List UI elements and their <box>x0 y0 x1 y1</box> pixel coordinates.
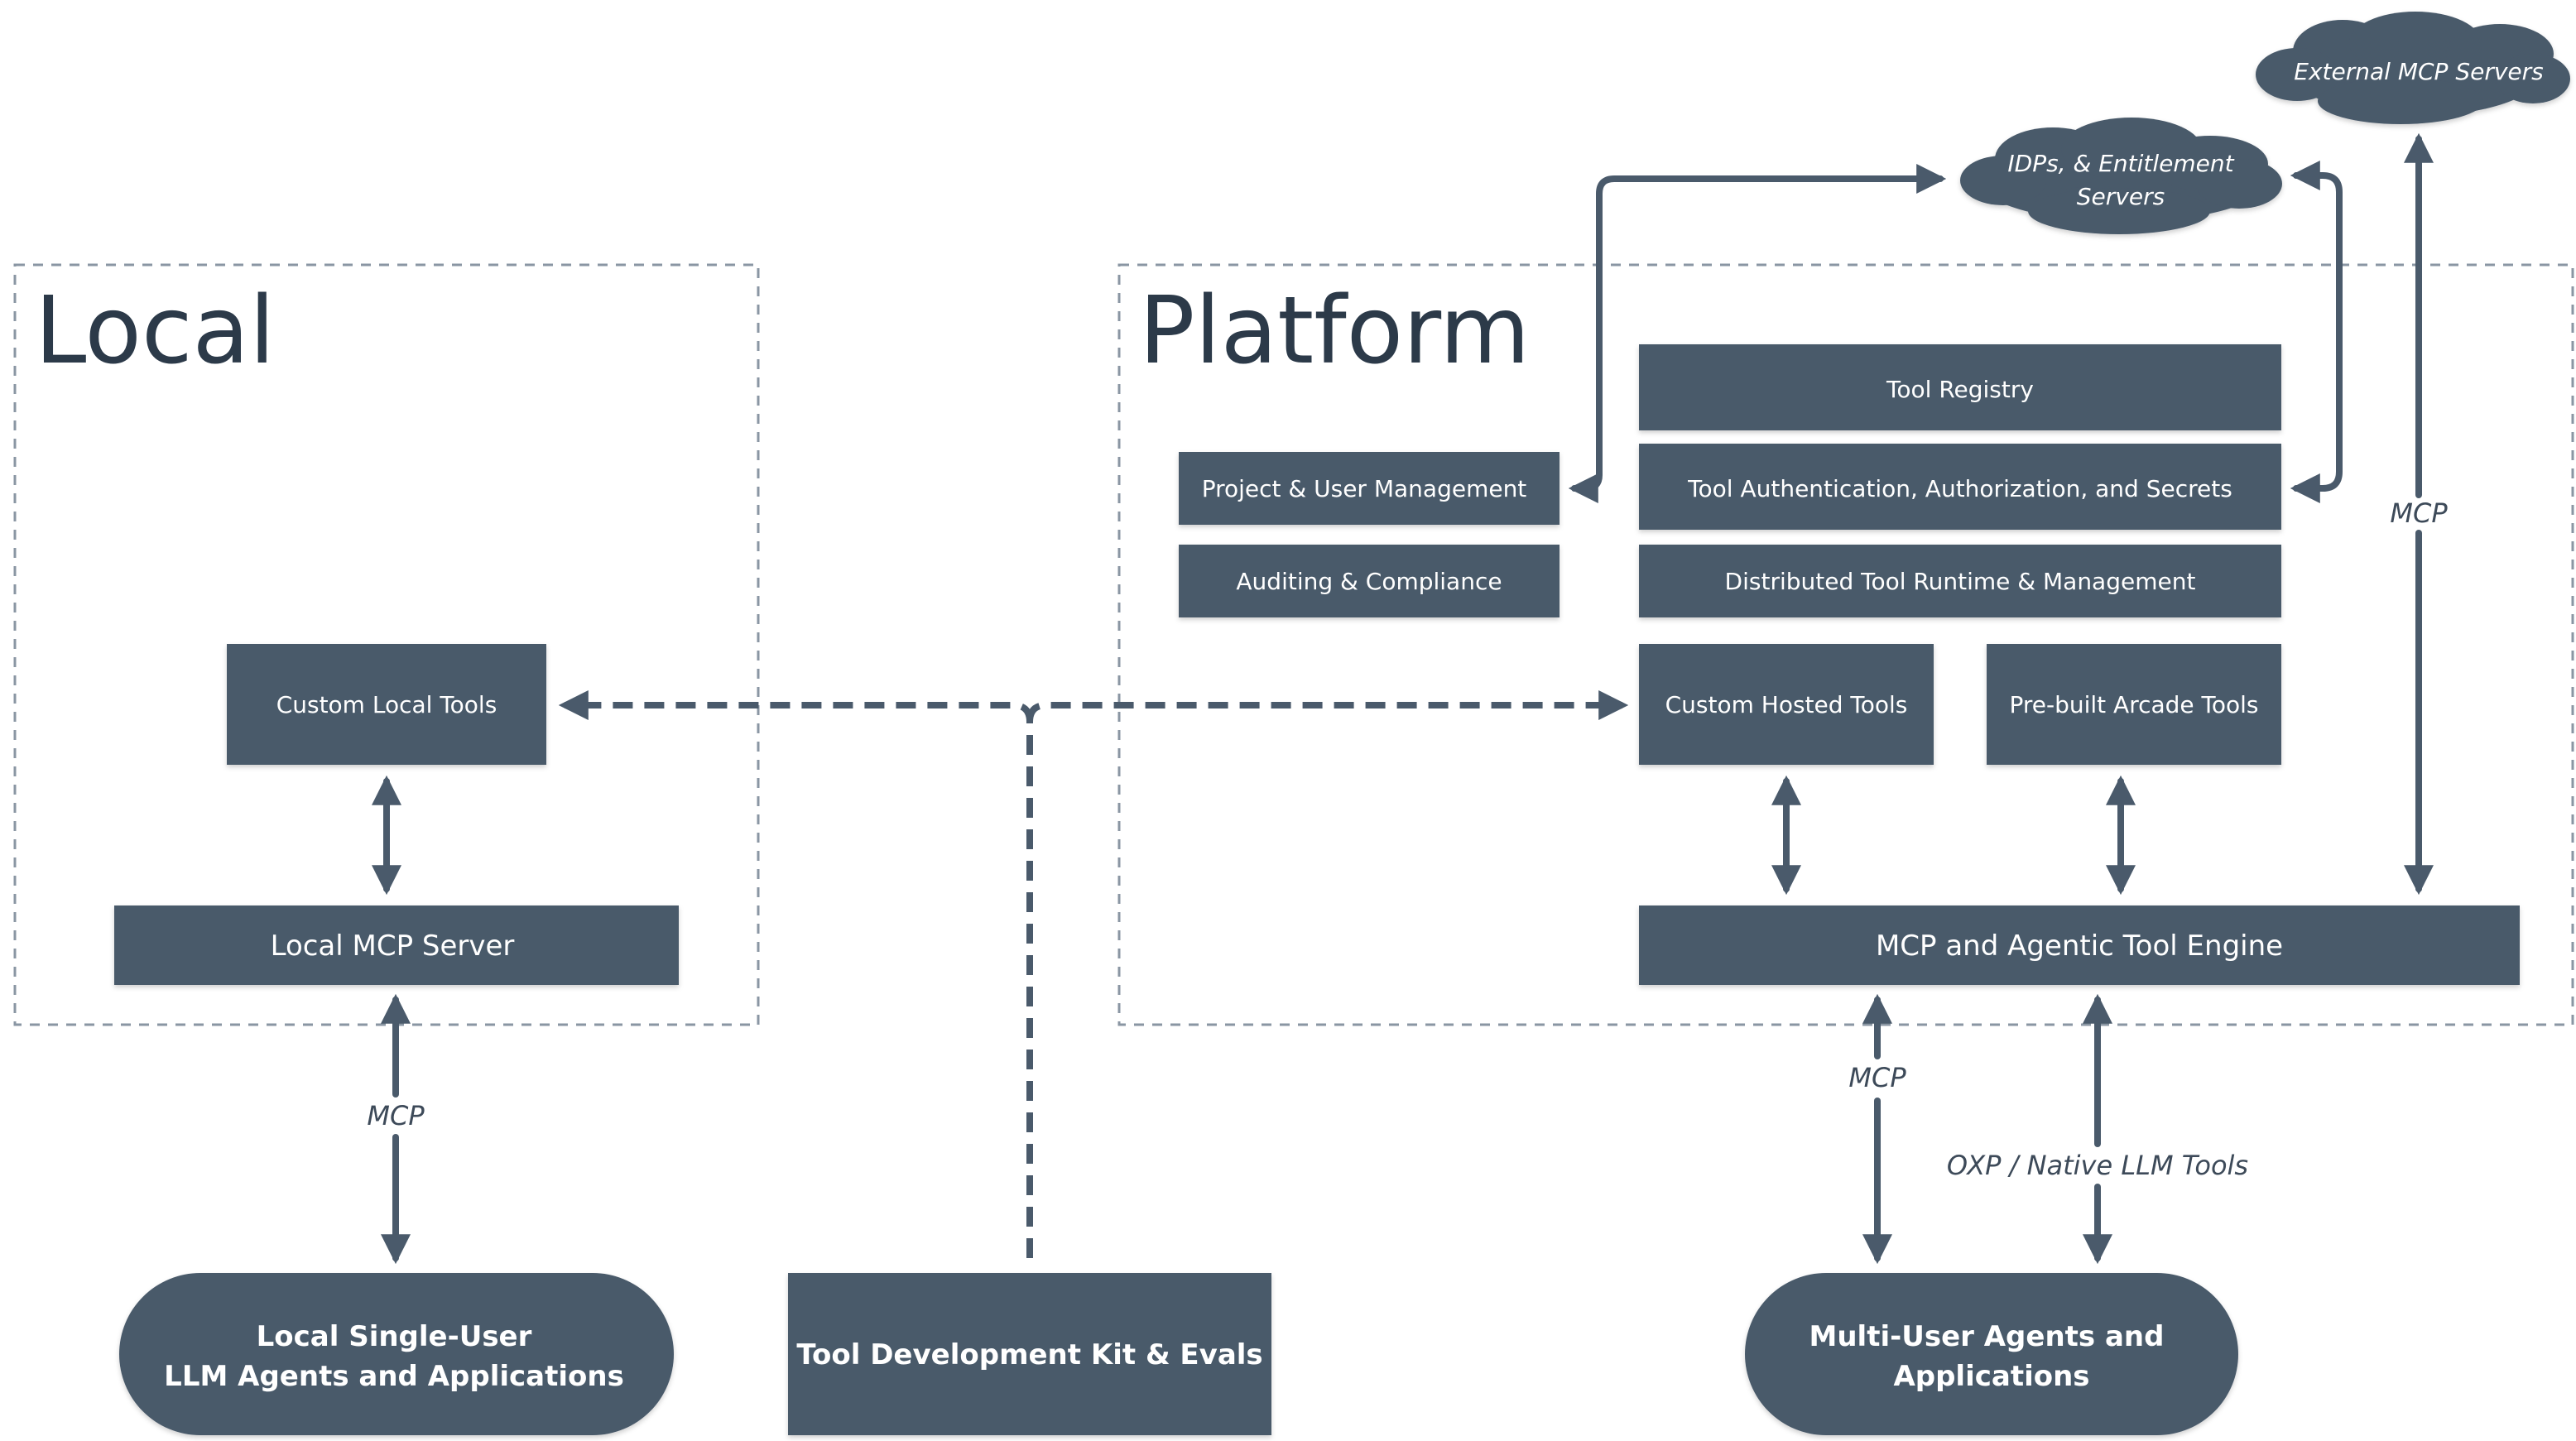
dashed-tdk-to-hosted <box>1026 690 1629 723</box>
local-region <box>13 263 760 1026</box>
distributed-runtime-label: Distributed Tool Runtime & Management <box>1725 568 2196 595</box>
tool-development-kit-box: Tool Development Kit & Evals <box>788 1273 1271 1435</box>
tool-auth-box: Tool Authentication, Authorization, and … <box>1639 444 2281 530</box>
custom-hosted-tools-label: Custom Hosted Tools <box>1665 691 1908 718</box>
idps-label-line1: IDPs, & Entitlement <box>2007 150 2234 177</box>
project-user-management-label: Project & User Management <box>1202 475 1527 502</box>
tool-registry-label: Tool Registry <box>1886 376 2034 403</box>
custom-hosted-tools-box: Custom Hosted Tools <box>1639 644 1934 765</box>
local-mcp-server-label: Local MCP Server <box>271 929 515 963</box>
external-mcp-servers-cloud: External MCP Servers <box>2256 12 2570 124</box>
multi-user-agents-label-line2: Applications <box>1893 1360 2089 1393</box>
mcp-local-label: MCP <box>367 1100 425 1131</box>
multi-user-agents-label-line1: Multi-User Agents and <box>1809 1320 2165 1353</box>
distributed-runtime-box: Distributed Tool Runtime & Management <box>1639 545 2281 617</box>
arrow-auth-idps <box>2290 161 2343 503</box>
prebuilt-arcade-tools-box: Pre-built Arcade Tools <box>1987 644 2281 765</box>
arrow-project-idps <box>1568 164 1947 503</box>
local-region-title: Local <box>35 277 275 385</box>
local-agents-label-line1: Local Single-User <box>257 1320 532 1353</box>
custom-local-tools-label: Custom Local Tools <box>276 691 497 718</box>
mcp-agentic-engine-label: MCP and Agentic Tool Engine <box>1876 929 2283 963</box>
local-agents-pill: Local Single-User LLM Agents and Applica… <box>119 1273 674 1435</box>
tool-development-kit-label: Tool Development Kit & Evals <box>796 1338 1262 1371</box>
prebuilt-arcade-tools-label: Pre-built Arcade Tools <box>2009 691 2258 718</box>
auditing-compliance-box: Auditing & Compliance <box>1179 545 1560 617</box>
project-user-management-box: Project & User Management <box>1179 452 1560 525</box>
multi-user-agents-pill: Multi-User Agents and Applications <box>1745 1273 2238 1435</box>
mcp-agentic-engine-box: MCP and Agentic Tool Engine <box>1639 905 2520 985</box>
custom-local-tools-box: Custom Local Tools <box>227 644 546 765</box>
local-agents-label-line2: LLM Agents and Applications <box>164 1360 624 1393</box>
local-mcp-server-box: Local MCP Server <box>114 905 679 985</box>
tool-registry-box: Tool Registry <box>1639 344 2281 430</box>
mcp-external-label: MCP <box>2390 497 2448 529</box>
platform-region <box>1117 263 2574 1026</box>
idps-entitlement-cloud: IDPs, & Entitlement Servers <box>1960 118 2282 234</box>
tool-auth-label: Tool Authentication, Authorization, and … <box>1687 475 2232 502</box>
mcp-engine-label: MCP <box>1848 1062 1906 1093</box>
platform-region-title: Platform <box>1139 277 1530 385</box>
auditing-compliance-label: Auditing & Compliance <box>1236 568 1502 595</box>
idps-label-line2: Servers <box>2077 183 2165 210</box>
external-mcp-label: External MCP Servers <box>2294 58 2543 85</box>
oxp-label: OXP / Native LLM Tools <box>1947 1150 2248 1181</box>
